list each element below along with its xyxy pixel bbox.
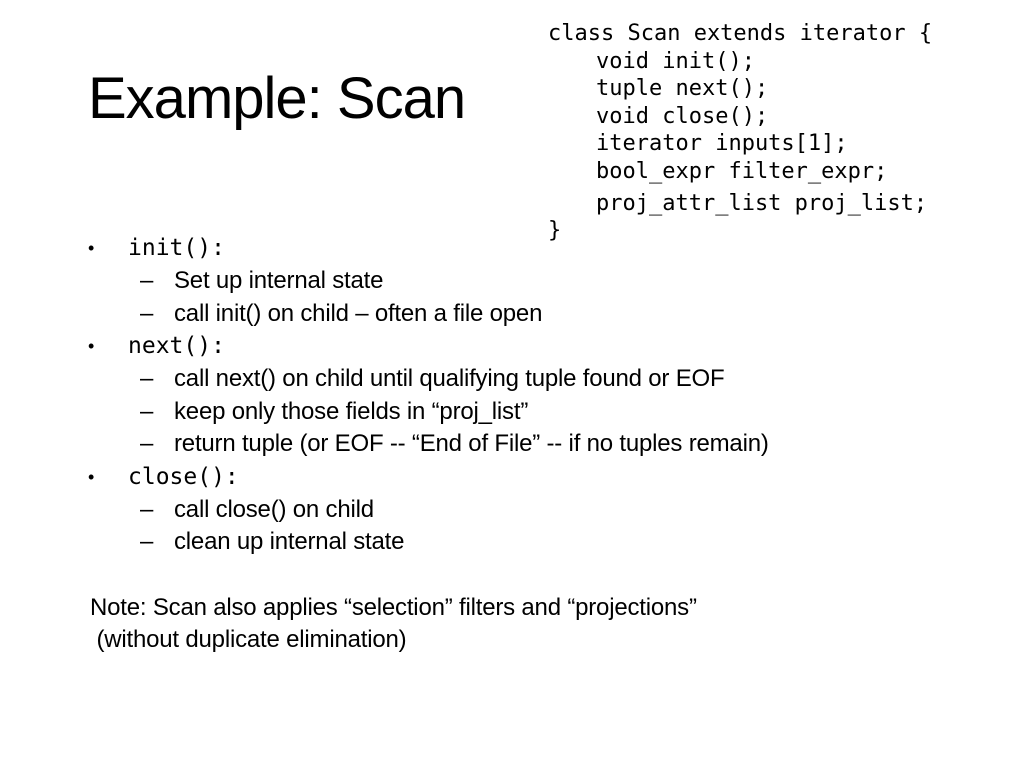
sub-bullet-text: clean up internal state: [174, 528, 405, 555]
bullet-item-init: • init():: [88, 232, 1008, 265]
code-line: void init();: [596, 48, 755, 74]
note-line: Note: Scan also applies “selection” filt…: [90, 594, 697, 621]
sub-bullet-item: – call close() on child: [88, 494, 1008, 527]
dash-marker: –: [140, 365, 154, 392]
bullet-item-next: • next():: [88, 330, 1008, 363]
bullet-item-close: • close():: [88, 461, 1008, 494]
bullet-label: next():: [128, 333, 225, 359]
note-text: Note: Scan also applies “selection” filt…: [90, 592, 697, 656]
sub-bullet-item: – call init() on child – often a file op…: [88, 298, 1008, 331]
note-line: (without duplicate elimination): [90, 626, 407, 653]
code-line: tuple next();: [596, 76, 769, 102]
code-line: proj_attr_list proj_list;: [596, 190, 928, 216]
bullet-list: • init(): – Set up internal state – call…: [88, 232, 1008, 559]
sub-bullet-text: call close() on child: [174, 495, 374, 523]
sub-bullet-text: return tuple (or EOF -- “End of File” --…: [174, 430, 769, 457]
sub-bullet-text: Set up internal state: [174, 267, 384, 294]
sub-bullet-item: – call next() on child until qualifying …: [88, 363, 1008, 396]
dash-marker: –: [140, 397, 154, 425]
dash-marker: –: [140, 299, 154, 327]
sub-bullet-item: – return tuple (or EOF -- “End of File” …: [88, 428, 1008, 461]
code-block: class Scan extends iterator {void init()…: [548, 20, 932, 245]
dash-marker: –: [140, 528, 154, 555]
code-line: bool_expr filter_expr;: [596, 158, 888, 184]
sub-bullet-item: – clean up internal state: [88, 526, 1008, 559]
code-line: void close();: [596, 103, 769, 129]
code-line: iterator inputs[1];: [596, 131, 848, 157]
bullet-marker: •: [88, 336, 95, 356]
bullet-marker: •: [88, 238, 95, 258]
sub-bullet-text: call next() on child until qualifying tu…: [174, 365, 725, 392]
sub-bullet-text: call init() on child – often a file open: [174, 299, 543, 327]
sub-bullet-item: – keep only those fields in “proj_list”: [88, 396, 1008, 429]
sub-bullet-item: – Set up internal state: [88, 265, 1008, 298]
bullet-marker: •: [88, 466, 95, 487]
sub-bullet-text: keep only those fields in “proj_list”: [174, 397, 529, 425]
code-line: class Scan extends iterator {: [548, 21, 933, 46]
dash-marker: –: [140, 430, 154, 457]
dash-marker: –: [140, 495, 154, 523]
code-line: }: [548, 218, 562, 244]
slide-title: Example: Scan: [88, 66, 466, 131]
dash-marker: –: [140, 267, 154, 294]
bullet-label: init():: [128, 235, 225, 261]
bullet-label: close():: [128, 463, 239, 490]
